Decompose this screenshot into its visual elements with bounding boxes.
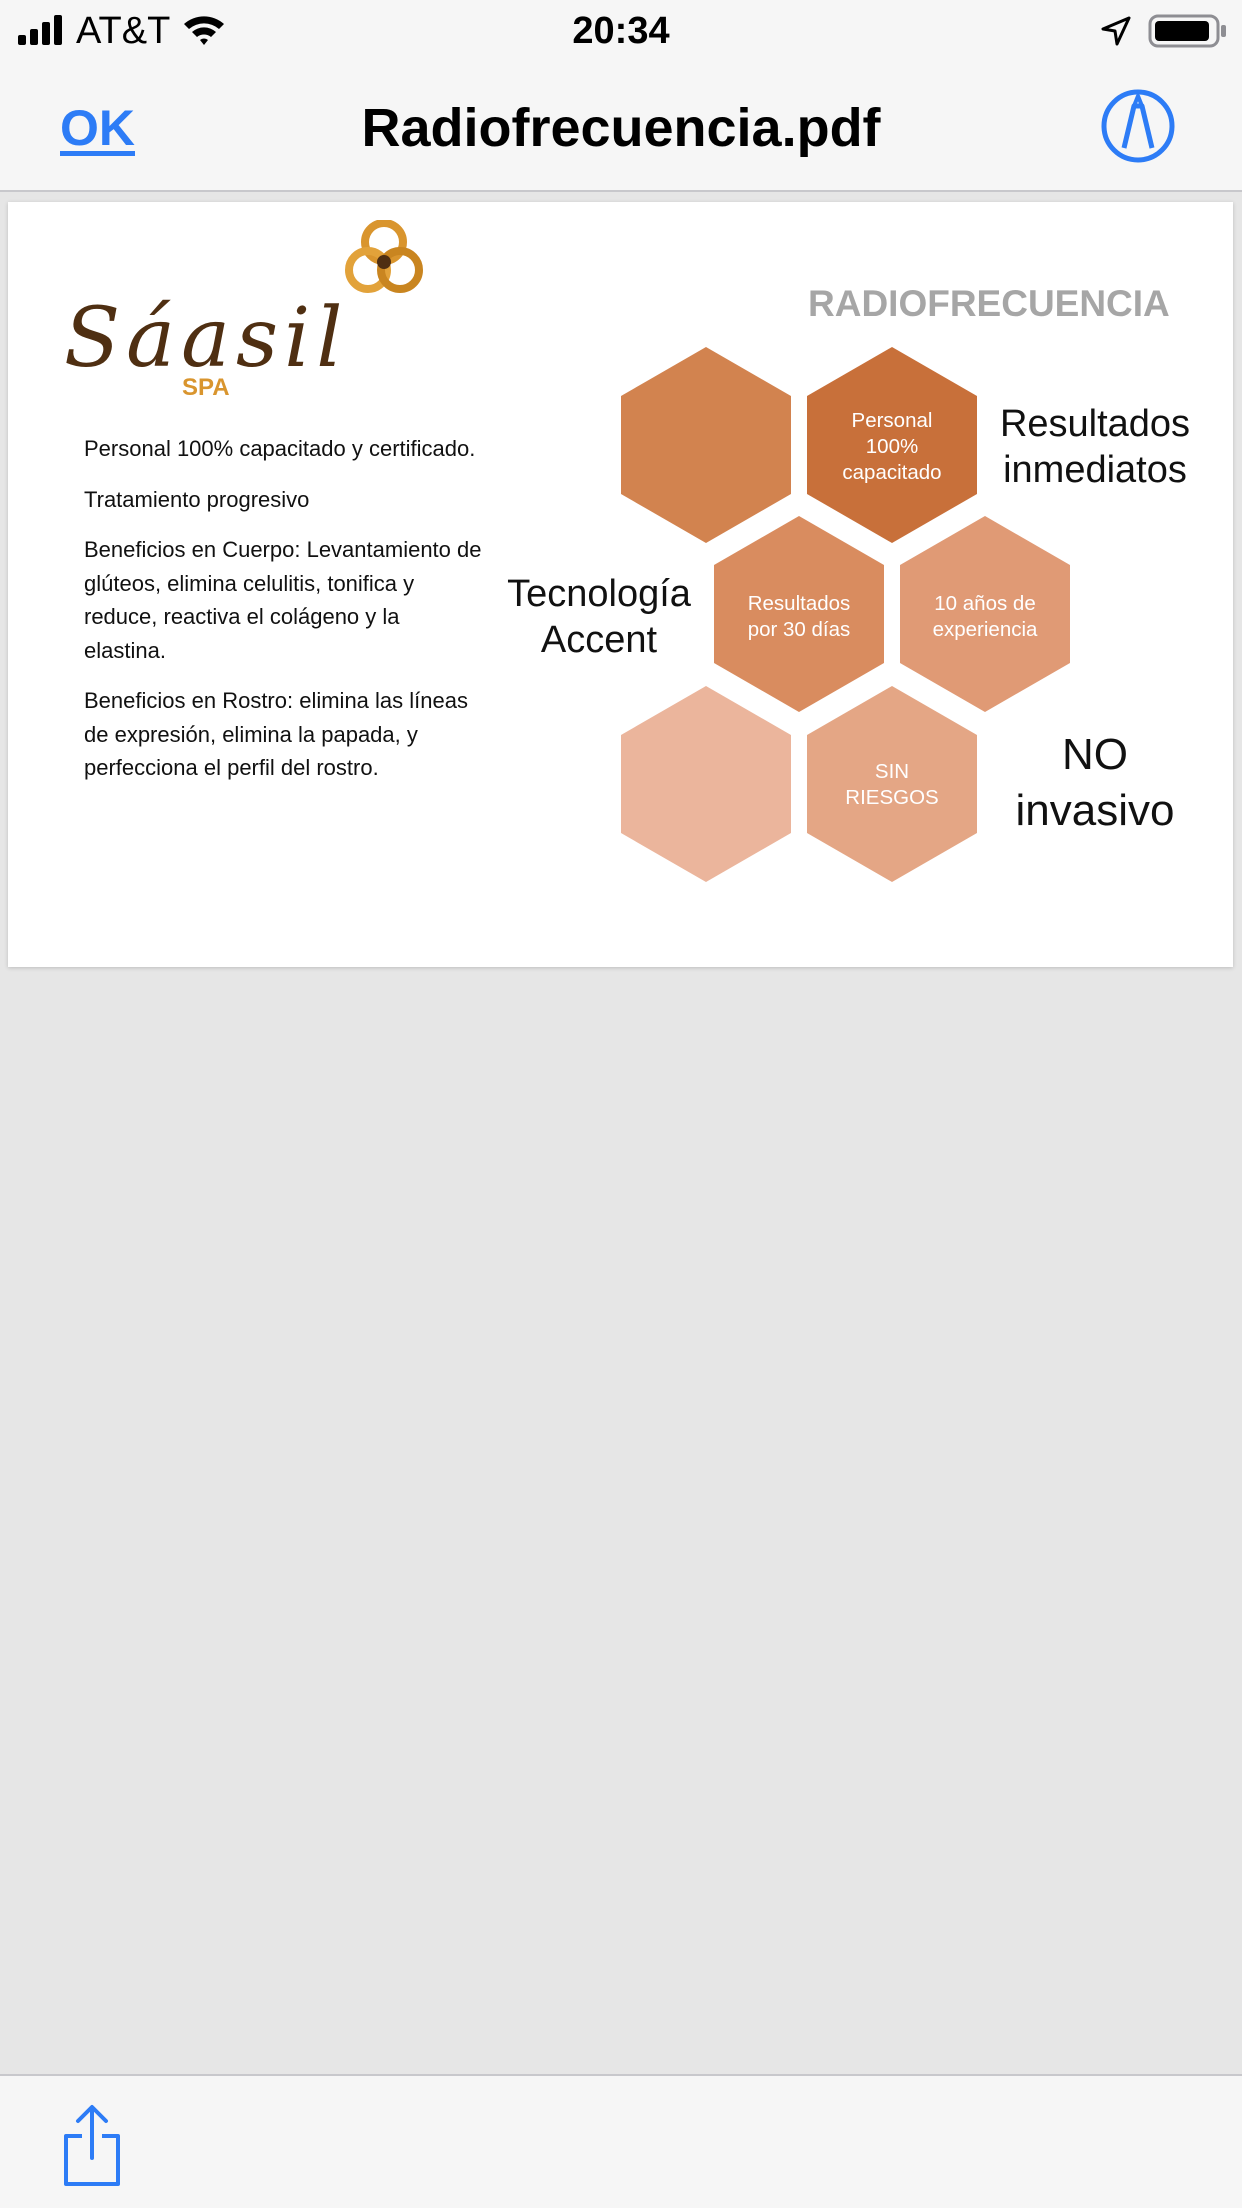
hexagon-bottom-left: [621, 686, 791, 882]
hexagon-top-left: [621, 347, 791, 543]
paragraph-rostro: Beneficios en Rostro: elimina las líneas…: [84, 688, 468, 780]
hexagon-diagram: [621, 347, 1070, 882]
carrier-name: AT&T: [76, 10, 171, 52]
status-bar: AT&T 20:34: [0, 0, 1242, 62]
signal-bars-icon: [18, 15, 62, 45]
status-time: 20:34: [572, 10, 670, 52]
label-resultados-inmediatos: Resultados inmediatos: [999, 403, 1191, 491]
hexagon-personal: [807, 347, 977, 543]
logo-spa-text: SPA: [182, 374, 230, 401]
nav-bar: OK Radiofrecuencia.pdf: [0, 62, 1242, 192]
logo-wordmark: Sáasil: [64, 291, 349, 386]
document-title: Radiofrecuencia.pdf: [361, 98, 881, 158]
benefits-text: Personal 100% capacitado y certificado. …: [84, 432, 484, 802]
paragraph-tratamiento: Tratamiento progresivo: [84, 486, 310, 512]
logo-knot-icon: [345, 220, 423, 293]
hex-label-experiencia: 10 años de experiencia: [932, 592, 1038, 641]
share-icon[interactable]: [60, 2102, 124, 2188]
hexagon-experiencia: [900, 516, 1070, 712]
label-tecnologia-accent: Tecnología Accent: [507, 573, 691, 661]
hex-label-personal: Personal 100% capacitado: [842, 409, 942, 484]
label-no-invasivo: NO invasivo: [1015, 730, 1175, 835]
hex-label-riesgos: SIN RIESGOS: [845, 760, 939, 809]
hexagon-riesgos: [807, 686, 977, 882]
pdf-page[interactable]: Sáasil SPA Personal 100% capacitado y ce…: [8, 202, 1233, 967]
paragraph-cuerpo: Beneficios en Cuerpo: Levantamiento de g…: [84, 537, 482, 663]
ok-button[interactable]: OK: [60, 100, 135, 156]
saasil-logo: Sáasil SPA: [60, 220, 440, 401]
location-arrow-icon: [1101, 16, 1131, 46]
slide-title: RADIOFRECUENCIA: [808, 283, 1170, 324]
markup-pen-icon[interactable]: [1100, 88, 1176, 164]
hexagon-resultados: [714, 516, 884, 712]
bottom-toolbar: [0, 2074, 1242, 2208]
battery-icon: [1148, 14, 1226, 48]
wifi-icon: [184, 16, 224, 45]
paragraph-personal: Personal 100% capacitado y certificado.: [84, 436, 476, 461]
hex-label-resultados: Resultados por 30 días: [747, 592, 851, 641]
